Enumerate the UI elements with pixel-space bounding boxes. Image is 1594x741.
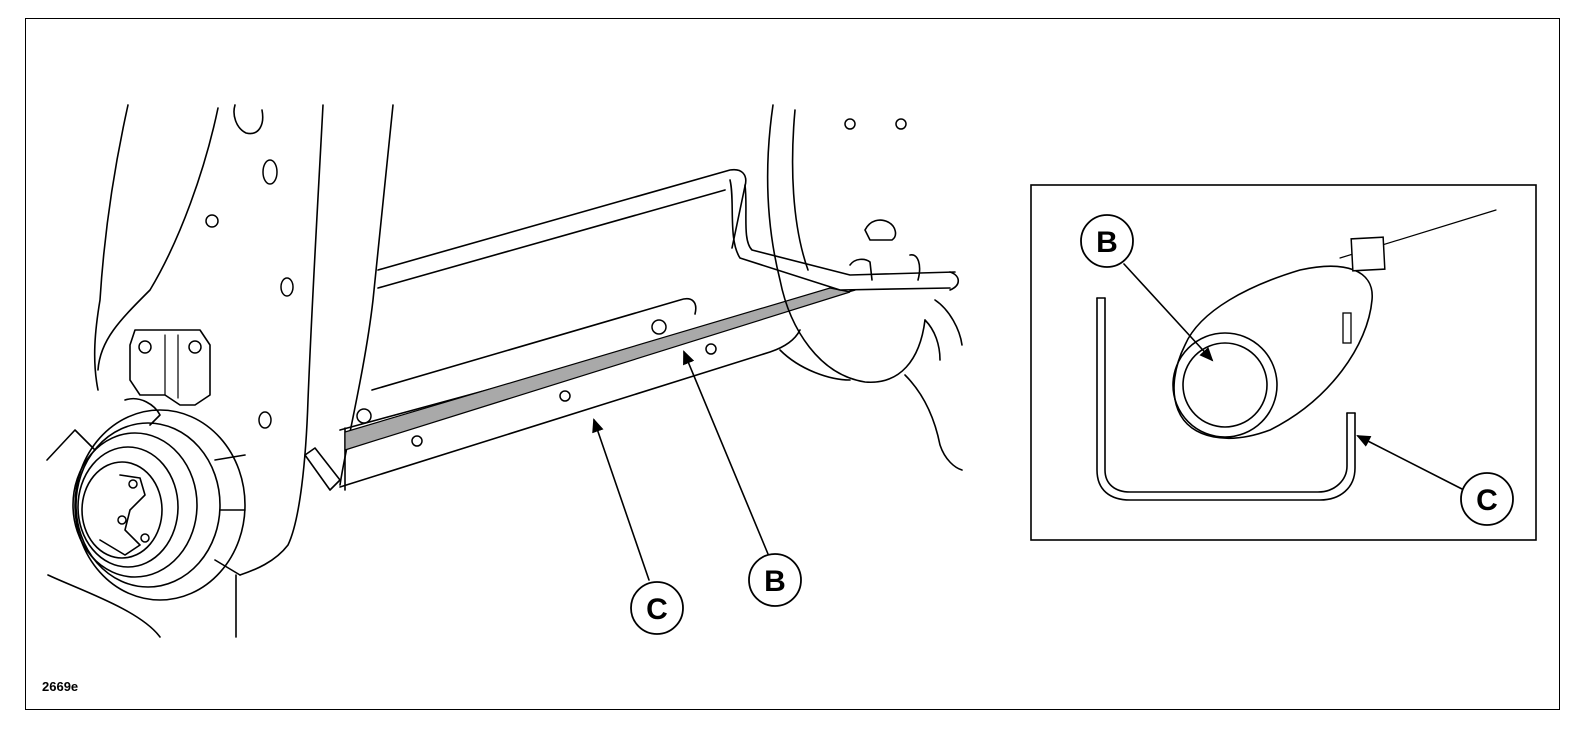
callout-b-main-label: B [764, 565, 786, 598]
main-illustration: B C [46, 104, 963, 638]
callout-c-main-label: C [646, 593, 668, 626]
figure-frame [25, 18, 1560, 710]
left-frame-panel [93, 104, 394, 638]
callout-b-main: B [748, 553, 802, 607]
figure-id-label: 2669e [42, 679, 78, 694]
callout-b-inset-label: B [1096, 226, 1118, 259]
seal-cross-section [1096, 297, 1356, 501]
inset-detail: B C [1030, 184, 1537, 541]
tube-assembly [729, 179, 960, 291]
callout-c-inset: C [1460, 472, 1514, 526]
main-callout-arrows [592, 350, 769, 581]
callout-c-main: C [630, 581, 684, 635]
gasket-profile [1172, 209, 1497, 439]
callout-c-inset-label: C [1476, 484, 1498, 517]
mounting-bracket [129, 329, 211, 406]
callout-b-inset: B [1080, 214, 1134, 268]
right-housing [766, 104, 963, 471]
inset-callout-arrows [1123, 263, 1463, 490]
wheel-hub-assembly [46, 397, 246, 638]
channel-rail [304, 168, 856, 491]
